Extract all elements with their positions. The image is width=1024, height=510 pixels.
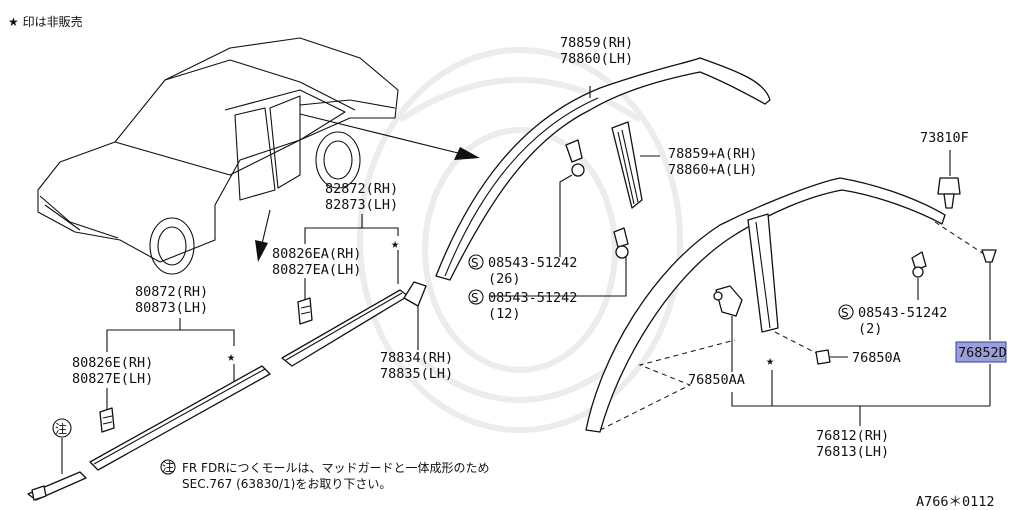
- svg-text:注: 注: [162, 459, 174, 474]
- star-mark-82872: ★: [391, 236, 399, 252]
- door-sash-molding: [585, 177, 946, 433]
- leader-s1: [559, 174, 573, 257]
- star-mark-76850AA: ★: [766, 353, 774, 369]
- screw-s3-marker: S: [838, 304, 854, 320]
- label-s1: 08543-51242: [488, 255, 577, 271]
- label-80827E: 80827E(LH): [72, 371, 153, 387]
- label-s1-qty: (26): [488, 271, 521, 287]
- label-73810F: 73810F: [920, 130, 969, 146]
- molding-78834: [403, 281, 427, 307]
- bracket-82872-left: [304, 214, 363, 244]
- clip-80826E: [99, 407, 115, 433]
- note-marker: 注: [52, 418, 72, 438]
- front-door-molding: [89, 365, 271, 471]
- label-78860A: 78860+A(LH): [668, 162, 757, 178]
- label-80826E: 80826E(RH): [72, 355, 153, 371]
- arrow-to-roof: [299, 113, 480, 160]
- clip-80826EA: [297, 297, 313, 325]
- label-76813: 76813(LH): [816, 444, 889, 460]
- arrow-to-side: [255, 209, 271, 262]
- dash-guide-2: [774, 331, 821, 356]
- bracket-82872-right: [362, 227, 399, 236]
- bracket-80872-right: [180, 329, 235, 346]
- label-78835: 78835(LH): [380, 366, 453, 382]
- screw-clip-mid: [613, 227, 629, 259]
- label-82873: 82873(LH): [325, 197, 398, 213]
- screw-s1-marker: S: [468, 254, 484, 270]
- highlight-76852D[interactable]: [955, 341, 1007, 363]
- label-80873: 80873(LH): [135, 300, 208, 316]
- svg-text:S: S: [471, 256, 479, 270]
- pillar-garnish-78859A: [611, 121, 643, 209]
- label-82872: 82872(RH): [325, 181, 398, 197]
- svg-text:注: 注: [55, 421, 67, 436]
- footer-note-line2: SEC.767 (63830/1)をお取り下さい。: [182, 477, 391, 491]
- label-76850AA: 76850AA: [688, 372, 745, 388]
- label-78859: 78859(RH): [560, 35, 633, 51]
- header-note: ★ 印は非販売: [8, 14, 83, 29]
- label-76850A: 76850A: [852, 350, 901, 366]
- label-76852D[interactable]: 76852D: [958, 345, 1007, 361]
- bracket-80872-left: [106, 318, 181, 352]
- label-78859A: 78859+A(RH): [668, 146, 757, 162]
- label-s3: 08543-51242: [858, 305, 947, 321]
- footer-note-line1: FR FDRにつくモールは、マッドガードと一体成形のため: [182, 461, 490, 475]
- grommet-76852D: [981, 249, 997, 263]
- label-78860: 78860(LH): [560, 51, 633, 67]
- screw-s2-marker: S: [468, 289, 484, 305]
- car-illustration: [37, 37, 399, 275]
- label-80827EA: 80827EA(LH): [272, 262, 361, 278]
- leader-s2: [490, 256, 627, 297]
- fender-molding: [27, 471, 87, 501]
- clip-76850AA: [713, 285, 743, 317]
- label-78834: 78834(RH): [380, 350, 453, 366]
- screw-clip-top: [565, 139, 585, 177]
- svg-text:S: S: [841, 306, 849, 320]
- label-s2-qty: (12): [488, 306, 521, 322]
- label-76812: 76812(RH): [816, 428, 889, 444]
- label-80872: 80872(RH): [135, 284, 208, 300]
- footer-note-marker: 注: [160, 459, 176, 475]
- dash-guide-1: [599, 339, 736, 431]
- clip-73810F: [937, 177, 961, 209]
- label-80826EA: 80826EA(RH): [272, 246, 361, 262]
- diagram-code: A766＊0112: [916, 494, 995, 510]
- star-mark-80872: ★: [227, 349, 235, 365]
- clip-76850A: [815, 349, 831, 365]
- roof-drip-molding: [435, 57, 771, 281]
- screw-clip-right: [911, 251, 927, 278]
- dash-guide-3: [934, 221, 991, 259]
- svg-text:S: S: [471, 291, 479, 305]
- label-s2: 08543-51242: [488, 290, 577, 306]
- bracket-76812: [731, 392, 990, 407]
- watermark-emblem: [357, 47, 683, 433]
- label-s3-qty: (2): [858, 321, 882, 337]
